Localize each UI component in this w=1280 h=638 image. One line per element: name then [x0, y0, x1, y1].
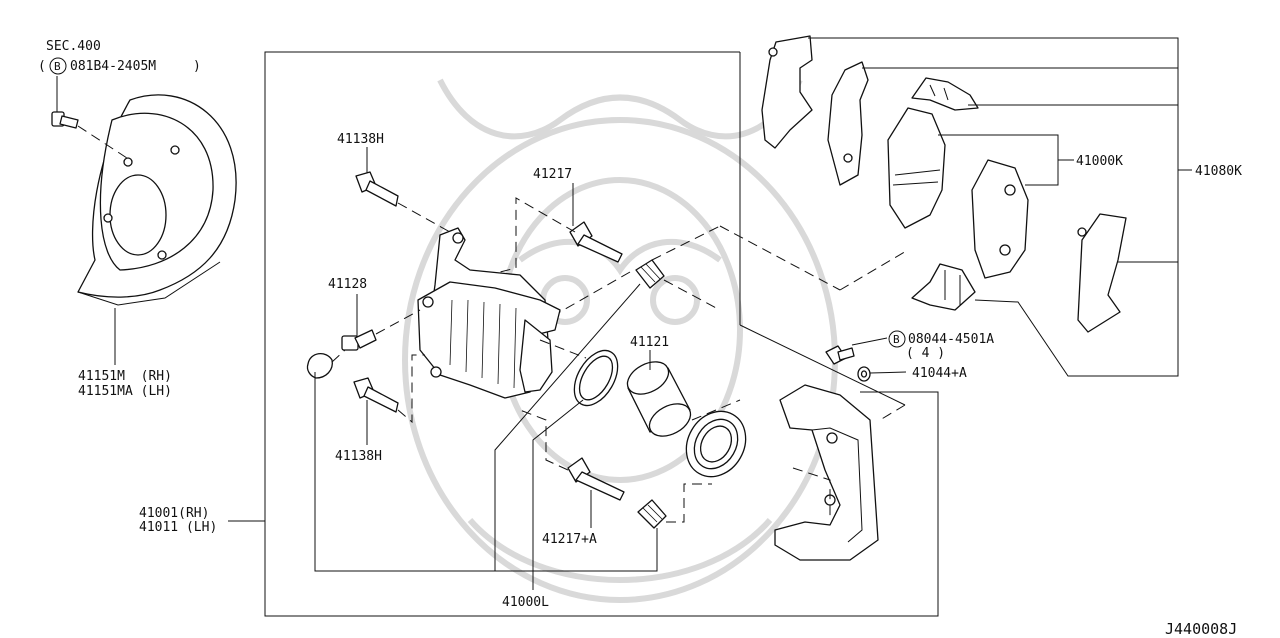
piston-boot	[685, 410, 747, 478]
label-circled-b-2: B	[893, 333, 900, 346]
label-circled-b: B	[54, 60, 61, 73]
label-caliper-rh: 41001(RH)	[139, 506, 209, 521]
shield-bolt	[51, 111, 79, 129]
label-mount-bolt-qty: ( 4 )	[906, 346, 945, 361]
label-piston: 41121	[630, 335, 669, 350]
circled-b-icon-2	[888, 330, 906, 348]
label-bolt-ref-close: )	[193, 59, 201, 74]
caliper-assembly-frame	[264, 51, 939, 617]
pin-boot-lower	[637, 499, 667, 529]
wear-indicator	[911, 77, 979, 111]
label-pin-bolt-upper: 41138H	[337, 132, 384, 147]
pad-hardware-clip	[1077, 213, 1127, 333]
guide-pin-upper	[569, 221, 623, 263]
label-baffle-rh: 41151M (RH)	[78, 369, 172, 384]
torque-member	[774, 384, 879, 561]
bleeder-screw	[341, 329, 377, 351]
piston-seal	[573, 349, 619, 407]
washer	[857, 366, 871, 382]
baffle-plate	[77, 94, 237, 306]
label-pin-upper: 41217	[533, 167, 572, 182]
pin-bolt-upper	[355, 171, 399, 207]
watermark-emblem	[402, 78, 838, 603]
label-bleeder: 41128	[328, 277, 367, 292]
bleeder-cap	[306, 353, 333, 379]
circled-b-icon	[49, 57, 67, 75]
inner-shim	[827, 61, 869, 186]
guide-pin-lower	[567, 457, 625, 501]
label-bolt-ref-open: (	[38, 59, 46, 74]
outer-shim	[761, 35, 813, 149]
piston	[626, 361, 692, 437]
label-figure-code: J440008J	[1165, 620, 1237, 638]
label-caliper-lh: 41011 (LH)	[139, 520, 217, 535]
brake-pad-outer	[887, 107, 946, 229]
mount-bolt	[825, 345, 855, 365]
caliper-body	[417, 281, 561, 399]
pin-bolt-lower	[353, 377, 399, 413]
pin-boot-upper	[635, 259, 665, 289]
label-bolt-ref: 081B4-2405M	[70, 59, 156, 74]
label-pad-kit: 41000K	[1076, 154, 1123, 169]
label-seal-kit: 41000L	[502, 595, 549, 610]
label-hardware-kit: 41080K	[1195, 164, 1242, 179]
label-washer: 41044+A	[912, 366, 967, 381]
label-pin-bolt-lower: 41138H	[335, 449, 382, 464]
pad-retainer-spring	[911, 263, 976, 311]
brake-pad-inner	[971, 159, 1029, 279]
label-sec-ref: SEC.400	[46, 39, 101, 54]
label-pin-lower: 41217+A	[542, 532, 597, 547]
label-mount-bolt: 08044-4501A	[908, 332, 994, 347]
label-baffle-lh: 41151MA (LH)	[78, 384, 172, 399]
